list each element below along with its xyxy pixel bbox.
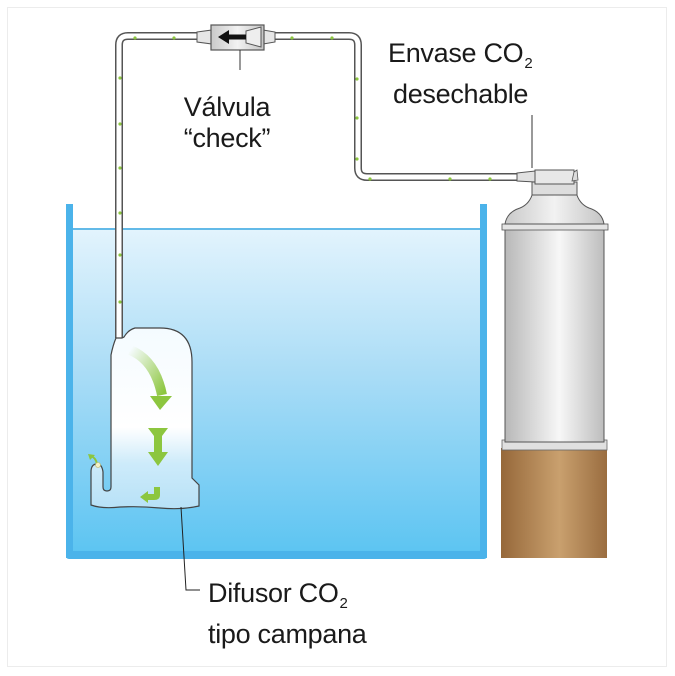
canister-base: [501, 448, 607, 558]
diffuser-leader-line: [180, 506, 200, 591]
arrow-down-icon: [148, 428, 168, 466]
canister-body: [504, 227, 605, 443]
canister-valve-head: [534, 169, 575, 185]
bell-diffuser: [88, 327, 200, 591]
label-line: “check”: [183, 123, 271, 153]
label-co2-canister: Envase CO2 desechable: [388, 38, 533, 110]
flow-dot: [118, 211, 122, 215]
flow-dot: [330, 36, 334, 40]
flow-dot: [290, 36, 294, 40]
arrow-left-icon: [218, 30, 246, 44]
label-text: Envase CO: [388, 38, 524, 68]
flow-dot: [488, 177, 492, 181]
flow-dot: [355, 157, 359, 161]
label-line: tipo campana: [208, 619, 367, 649]
flow-dot: [118, 166, 122, 170]
flow-dot: [355, 77, 359, 81]
subscript: 2: [339, 595, 348, 612]
flow-dot: [118, 122, 122, 126]
label-line: Válvula: [183, 92, 271, 122]
curved-flow-arrow-icon: [127, 345, 167, 397]
label-line: Difusor CO2: [208, 578, 367, 619]
bell-body: [90, 327, 200, 510]
check-valve: [196, 24, 276, 70]
arrow-down-icon: [150, 396, 172, 410]
flow-dot: [448, 177, 452, 181]
flow-dot: [118, 300, 122, 304]
tank-wall-right: [480, 204, 487, 558]
return-arrow-icon: [140, 487, 160, 503]
tank-wall-left: [66, 204, 73, 558]
flow-dot: [172, 36, 176, 40]
flow-dot: [355, 116, 359, 120]
flow-dot: [118, 253, 122, 257]
flow-dot: [133, 36, 137, 40]
co2-canister: [501, 115, 609, 558]
label-bell-diffuser: Difusor CO2 tipo campana: [208, 578, 367, 650]
label-check-valve: Válvula “check”: [168, 92, 286, 154]
label-text: Difusor CO: [208, 578, 339, 608]
co2-tubing: [115, 32, 518, 338]
tank-floor: [66, 551, 487, 559]
valve-seat: [245, 26, 262, 48]
label-line: Envase CO2: [388, 38, 533, 79]
flow-dot: [118, 76, 122, 80]
subscript: 2: [524, 55, 533, 72]
image-frame: [7, 7, 667, 667]
flow-indicators: [118, 36, 492, 304]
flow-dot: [368, 177, 372, 181]
label-line: desechable: [393, 79, 529, 109]
